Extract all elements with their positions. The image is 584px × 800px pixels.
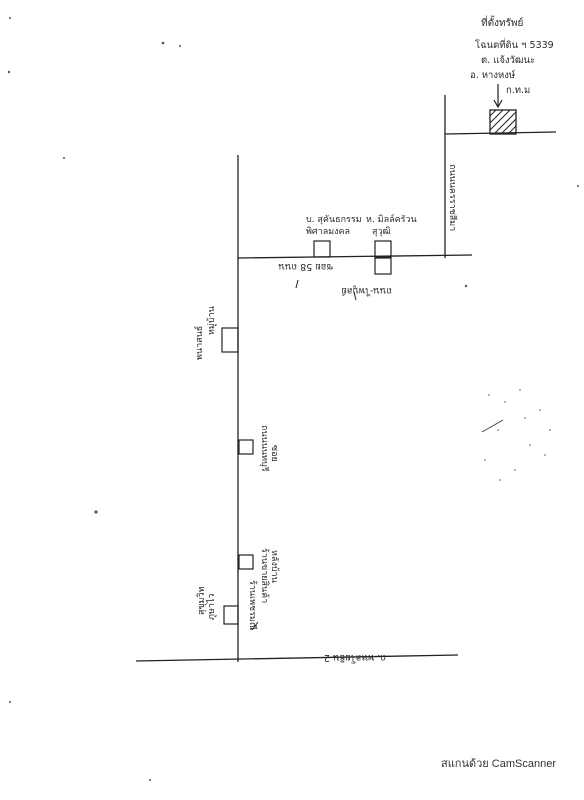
left-bottom-label-1: ร้านเพชรมณี	[247, 580, 258, 630]
left-low-label-1: ร้านขายสินค้า	[259, 548, 270, 603]
left-top-label-1: หมู่บ้าน	[206, 306, 217, 335]
target-label-2: โฉนดที่ดิน ฯ 5339	[475, 38, 554, 51]
building-b-box	[374, 240, 392, 258]
horizontal-road-upper	[237, 254, 473, 259]
bottom-road	[135, 654, 459, 662]
right-road-label: ถนนนครราชสีมา	[447, 164, 458, 231]
target-label-4: อ. หางหงษ์	[470, 69, 515, 81]
building-b-label-1: ห. มิลล์ครัวน	[366, 213, 417, 225]
bottom-road-label: ถ. พหลโยธิน 2	[324, 652, 386, 664]
target-label-5: ก.ท.ม	[506, 85, 530, 96]
left-bottom-label-3: สุขุมวิท	[196, 586, 207, 615]
top-right-road	[444, 131, 557, 135]
camscanner-watermark: สแกนด้วย CamScanner	[440, 758, 556, 770]
left-low-label-2: หลังบ้าน	[269, 550, 280, 583]
left-bottom-building	[223, 605, 239, 625]
building-c-box	[374, 257, 392, 275]
target-label-3: ต. แจ้งวัฒนะ	[481, 55, 535, 66]
roads	[135, 95, 557, 662]
building-a-box	[313, 240, 331, 258]
left-mid-label-1: ถนนนนทบุรี	[259, 425, 270, 472]
building-a-label-2: พิศาลมงคล	[306, 226, 350, 237]
left-mid-building	[238, 439, 254, 455]
scan-scratch	[481, 419, 504, 433]
left-bottom-label-2: ภูษาไว	[206, 594, 217, 621]
left-low-building	[238, 554, 254, 570]
scan-specks	[7, 17, 579, 781]
soi-label: ซอย 58 ถนน	[278, 261, 333, 272]
upper-road-label: ถนน-ไพบูลย์	[341, 285, 392, 297]
left-mid-label-2: ซอย	[269, 445, 279, 462]
left-top-building	[221, 327, 239, 353]
building-a-label-1: บ. สุคันธกรรม	[306, 215, 362, 225]
target-label-1: ที่ตั้งทรัพย์	[481, 15, 523, 29]
target-property	[489, 84, 517, 135]
building-b-label-2: สุวุฒิ	[372, 226, 391, 237]
left-top-label-2: พนาสนธ์	[193, 326, 205, 360]
